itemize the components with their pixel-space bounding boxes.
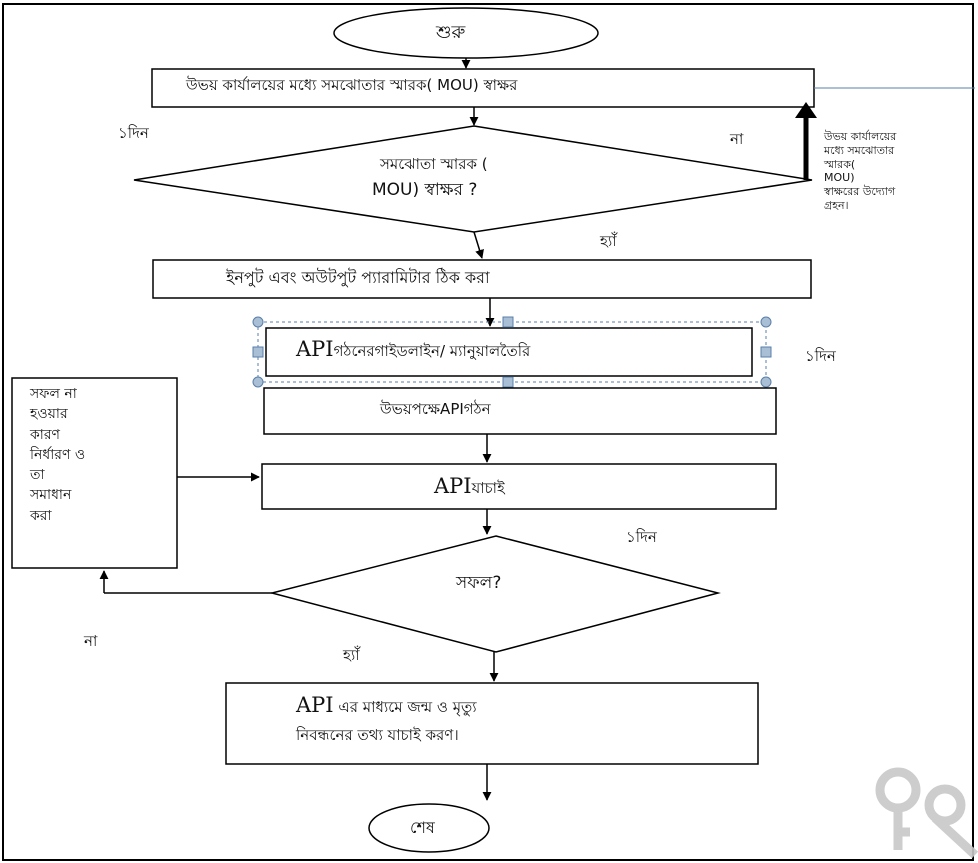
mou-decision-diamond	[133, 125, 813, 233]
params-label: ইনপুট এবং অউটপুট প্যারামিটার ঠিক করা	[226, 268, 490, 287]
mou-initiative-note: উভয় কার্যালয়ের মধ্যে সমঝোতার স্মারক( M…	[824, 130, 897, 212]
edge-label-yes-1: হ্যাঁ	[600, 232, 617, 250]
selection-handle	[760, 316, 772, 328]
final-process-box	[225, 682, 759, 765]
selection-handle	[760, 346, 772, 358]
failure-fix-box	[11, 377, 178, 569]
edge-label-one-day-3: ১দিন	[626, 528, 657, 546]
connector-decision-params	[473, 231, 484, 259]
end-terminal	[368, 803, 490, 853]
key-icon	[875, 767, 978, 859]
mou-sign-label: উভয় কার্যালয়ের মধ্যে সমঝোতার স্মারক( M…	[186, 76, 518, 94]
edge-label-no-1: না	[730, 130, 744, 148]
mou-decision-label-1: সমঝোতা স্মারক (	[380, 155, 488, 173]
success-decision-label: সফল?	[456, 573, 502, 593]
edge-label-one-day-1: ১দিন	[118, 124, 149, 142]
final-process-label: API এর মাধ্যমে জন্ম ও মৃত্যু নিবন্ধনের ত…	[296, 693, 477, 745]
page-border	[2, 3, 974, 861]
edge-label-no-2: না	[84, 632, 98, 650]
guideline-box	[265, 327, 753, 377]
build-api-box	[263, 387, 777, 435]
params-box	[152, 259, 812, 299]
failure-fix-note: সফল না হওয়ার কারণ নির্ধারণ ও তা সমাধান …	[30, 386, 86, 524]
start-terminal	[333, 7, 599, 59]
selection-handle	[502, 316, 514, 328]
selection-handle	[502, 376, 514, 388]
end-label: শেষ	[410, 818, 435, 837]
guideline-label: APIগঠনেরগাইডলাইন/ ম্যানুয়ালতৈরি	[296, 337, 531, 361]
selection-handle	[252, 346, 264, 358]
selection-handle	[760, 376, 772, 388]
success-decision-diamond	[269, 535, 721, 653]
verify-api-label: APIযাচাই	[434, 474, 505, 498]
mou-sign-box	[151, 68, 815, 108]
edge-label-yes-2: হ্যাঁ	[343, 646, 360, 664]
no-loop-arrowhead	[795, 102, 817, 118]
edge-label-one-day-2: ১দিন	[805, 347, 836, 365]
selection-handle	[252, 376, 264, 388]
start-label: শুরু	[436, 22, 466, 43]
build-api-label: উভয়পক্ষেAPIগঠন	[380, 400, 491, 418]
selection-handle	[252, 316, 264, 328]
verify-api-box	[261, 463, 777, 510]
mou-decision-label-2: MOU) স্বাক্ষর ?	[372, 180, 478, 200]
